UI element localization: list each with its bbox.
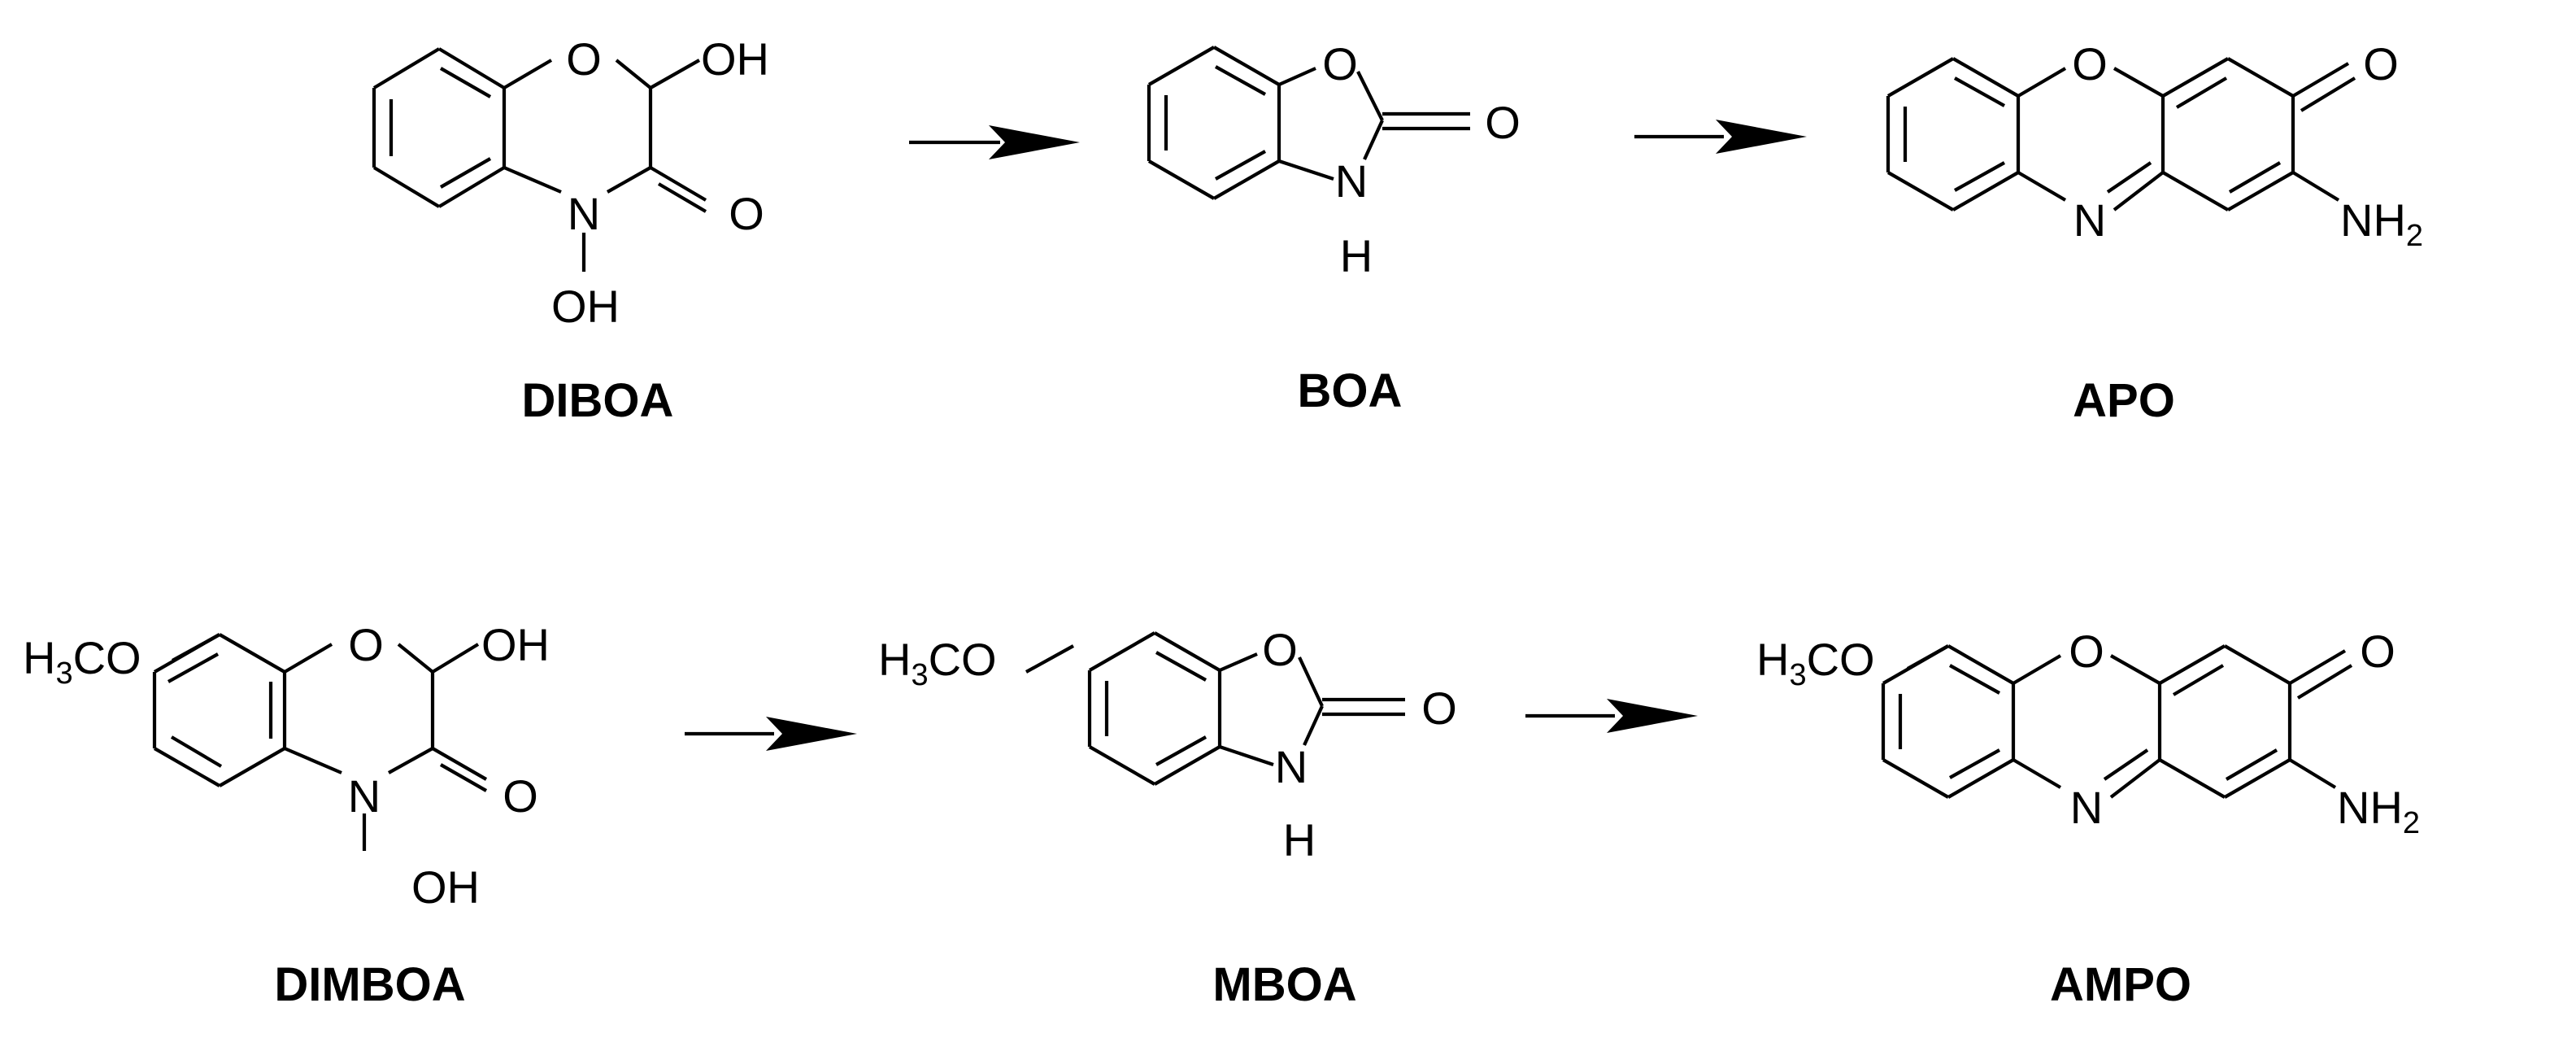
dimboa-methoxy: H3CO bbox=[23, 632, 141, 691]
compound-ampo: H3CO O O N NH2 AMPO bbox=[1756, 626, 2420, 1011]
boa-bonds bbox=[1147, 46, 1470, 200]
arrow-mboa-to-ampo bbox=[1525, 699, 1698, 733]
arrow-diboa-to-boa bbox=[909, 125, 1080, 159]
dimboa-carbonyl-oxygen: O bbox=[503, 770, 538, 822]
mboa-bonds bbox=[1025, 631, 1405, 786]
mboa-nh-nitrogen: N bbox=[1275, 741, 1308, 792]
boa-nh-hydrogen: H bbox=[1340, 230, 1373, 281]
dimboa-n-hydroxyl: OH bbox=[411, 861, 480, 913]
dimboa-hydroxyl: OH bbox=[481, 619, 550, 670]
mboa-methoxy: H3CO bbox=[878, 634, 997, 692]
ampo-ring-oxygen: O bbox=[2069, 626, 2104, 677]
ampo-ring-nitrogen: N bbox=[2070, 782, 2103, 833]
compound-diboa: O OH N O OH DIBOA bbox=[372, 33, 769, 427]
arrow-boa-to-apo bbox=[1634, 120, 1807, 154]
compound-name-ampo: AMPO bbox=[2050, 958, 2191, 1011]
mboa-nh-hydrogen: H bbox=[1283, 814, 1316, 866]
compound-name-apo: APO bbox=[2073, 374, 2175, 427]
dimboa-ring-oxygen: O bbox=[348, 619, 384, 670]
compound-mboa: H3CO O O N H MBOA bbox=[878, 624, 1457, 1011]
ampo-amino-group: NH2 bbox=[2337, 782, 2420, 840]
diboa-bonds bbox=[372, 47, 707, 272]
compound-name-diboa: DIBOA bbox=[522, 374, 674, 427]
dimboa-nitrogen: N bbox=[348, 770, 381, 822]
compound-name-dimboa: DIMBOA bbox=[274, 958, 465, 1011]
dimboa-bonds bbox=[152, 633, 488, 851]
ampo-ketone-oxygen: O bbox=[2360, 626, 2395, 677]
diboa-n-hydroxyl: OH bbox=[551, 281, 620, 332]
diboa-hydroxyl: OH bbox=[701, 33, 769, 85]
apo-amino-group: NH2 bbox=[2340, 194, 2423, 253]
diboa-carbonyl-oxygen: O bbox=[729, 188, 764, 239]
ampo-bonds bbox=[1881, 644, 2353, 799]
compound-apo: O O N NH2 APO bbox=[1886, 38, 2423, 427]
compound-name-mboa: MBOA bbox=[1212, 958, 1356, 1011]
diboa-ring-oxygen: O bbox=[566, 33, 602, 85]
apo-bonds bbox=[1886, 57, 2356, 212]
apo-ring-oxygen: O bbox=[2072, 38, 2108, 89]
diboa-nitrogen: N bbox=[568, 188, 600, 239]
compound-dimboa: H3CO O OH N O OH DIMBOA bbox=[23, 619, 550, 1011]
boa-ring-oxygen: O bbox=[1322, 38, 1358, 89]
apo-ring-nitrogen: N bbox=[2073, 194, 2106, 246]
compound-name-boa: BOA bbox=[1298, 364, 1403, 417]
compound-boa: O O N H BOA bbox=[1147, 38, 1521, 417]
mboa-ring-oxygen: O bbox=[1262, 624, 1298, 675]
ampo-methoxy: H3CO bbox=[1756, 634, 1875, 692]
boa-carbonyl-oxygen: O bbox=[1485, 97, 1521, 148]
boa-nh-nitrogen: N bbox=[1335, 155, 1368, 207]
apo-ketone-oxygen: O bbox=[2363, 38, 2399, 89]
mboa-carbonyl-oxygen: O bbox=[1421, 683, 1457, 734]
arrow-dimboa-to-mboa bbox=[685, 717, 857, 751]
